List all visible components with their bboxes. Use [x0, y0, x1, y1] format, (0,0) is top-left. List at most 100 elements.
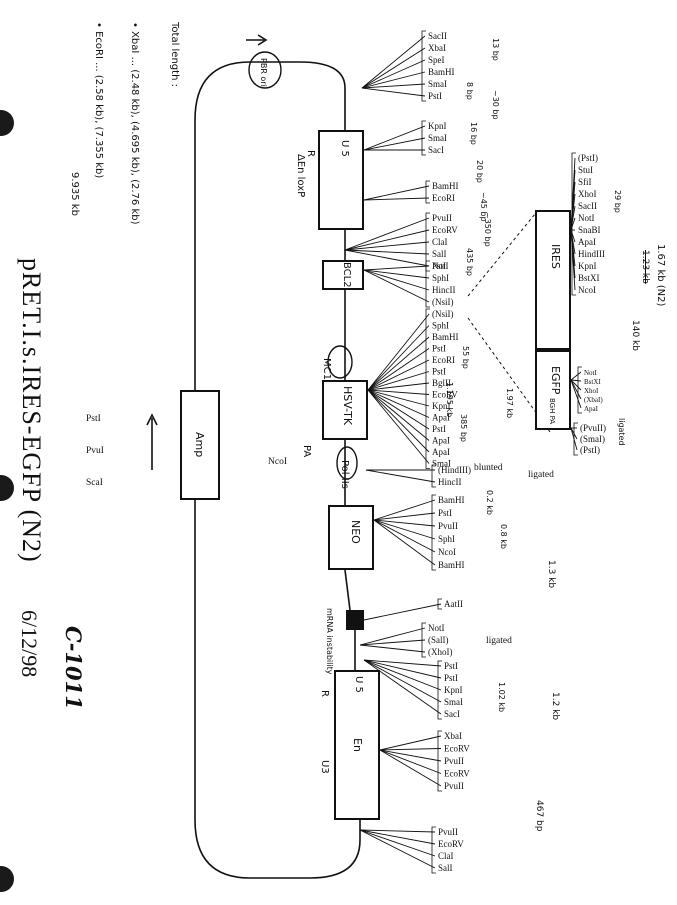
- restriction-site-g7: (HindIII): [438, 465, 471, 475]
- restriction-site-g12: PvuII: [444, 781, 464, 791]
- site-leader-line: [367, 389, 430, 464]
- restriction-site-ires: XhoI: [578, 189, 597, 199]
- site-leader-line: [367, 389, 430, 441]
- egfp-box: [535, 350, 571, 430]
- ltr-3prime-box: [334, 670, 380, 820]
- site-leader-line: [363, 137, 426, 151]
- amp-site-psti: PstI: [86, 414, 101, 424]
- binder-hole-middle: [0, 475, 14, 501]
- site-leader-line: [359, 829, 436, 869]
- restriction-site-g2: SacI: [428, 145, 444, 155]
- ncoi-left-site: NcoI: [268, 457, 287, 467]
- note-ligated-hind: ligated: [528, 470, 554, 480]
- note-1195kb: 1.195 kb: [445, 382, 454, 418]
- restriction-site-egfp_end: (PstI): [580, 445, 600, 455]
- binder-hole-top: [0, 110, 14, 136]
- restriction-site-g3: EcoRI: [432, 193, 455, 203]
- restriction-site-g1: SpeI: [428, 55, 445, 65]
- site-leader-line: [344, 249, 430, 267]
- restriction-site-g11: KpnI: [444, 685, 463, 695]
- site-leader-line: [373, 519, 436, 553]
- site-leader-line: [367, 348, 430, 391]
- restriction-site-g8: PvuII: [438, 521, 458, 531]
- site-leader-line: [373, 499, 436, 521]
- restriction-site-g4: EcoRV: [432, 225, 458, 235]
- ires-box: [535, 210, 571, 350]
- site-leader-line: [363, 659, 442, 667]
- site-leader-line: [344, 241, 430, 251]
- site-leader-line: [361, 35, 426, 89]
- site-leader-line: [367, 389, 430, 407]
- site-leader-line: [365, 469, 436, 483]
- site-leader-line: [379, 749, 442, 787]
- ltr-5prime-box: [318, 130, 364, 230]
- restriction-site-g6: ApaI: [432, 447, 450, 457]
- u3-label: U3: [319, 760, 330, 774]
- restriction-site-g6: ApaI: [432, 413, 450, 423]
- amp-box: [180, 390, 220, 500]
- site-group-bracket: [421, 120, 426, 156]
- mc1-ellipse: [327, 345, 353, 379]
- restriction-site-g4: NotI: [432, 261, 449, 271]
- hsvtk-box: [322, 380, 368, 440]
- restriction-site-g6: PstI: [432, 424, 446, 434]
- site-group-bracket: [437, 660, 442, 720]
- note-02kb: 0.2 kb: [485, 490, 494, 515]
- note-30bp: ~30 bp: [491, 90, 500, 120]
- note-167kb: 1.67 kb (N2): [655, 244, 666, 307]
- restriction-site-g12: EcoRV: [444, 744, 470, 754]
- restriction-site-ires: SnaBI: [578, 225, 601, 235]
- restriction-site-g13: PvuII: [438, 827, 458, 837]
- restriction-site-g11: PstI: [444, 661, 458, 671]
- restriction-site-ires: BstXI: [578, 273, 600, 283]
- site-group-bracket: [425, 212, 430, 272]
- mc1-label: MC1: [321, 358, 332, 380]
- restriction-site-egfp_end: (PvuII): [580, 423, 606, 433]
- note-ligated-sal: ligated: [486, 636, 512, 646]
- restriction-site-g1: SmaI: [428, 79, 447, 89]
- site-leader-line: [363, 659, 442, 691]
- site-leader-line: [379, 735, 442, 751]
- restriction-site-g11: SmaI: [444, 697, 463, 707]
- restriction-site-g4: SalI: [432, 249, 447, 259]
- restriction-site-ires: StuI: [578, 165, 593, 175]
- site-leader-line: [367, 313, 430, 391]
- site-leader-line: [367, 371, 430, 391]
- site-group-bracket: [573, 422, 578, 456]
- restriction-site-g7: HincII: [438, 477, 462, 487]
- restriction-site-g2: KpnI: [428, 121, 447, 131]
- restriction-site-g12: XbaI: [444, 731, 462, 741]
- restriction-site-g8: NcoI: [438, 547, 456, 557]
- restriction-site-g2: SmaI: [428, 133, 447, 143]
- restriction-site-g9: AatII: [444, 599, 463, 609]
- site-leader-line: [359, 627, 426, 646]
- site-leader-line: [344, 217, 430, 251]
- site-leader-line: [373, 512, 436, 521]
- note-55bp: 55 bp: [461, 346, 470, 369]
- site-leader-line: [367, 389, 430, 395]
- note-13bp: 13 bp: [491, 38, 500, 61]
- restriction-site-ires: HindIII: [578, 249, 605, 259]
- site-leader-line: [379, 749, 442, 762]
- neo-box: [328, 505, 374, 570]
- site-group-bracket: [431, 464, 436, 488]
- restriction-site-g8: SphI: [438, 534, 455, 544]
- restriction-site-ires: (PstI): [578, 153, 598, 163]
- site-group-bracket: [437, 730, 442, 792]
- note-8bp: 8 bp: [465, 82, 474, 100]
- restriction-site-g5: (NsiI): [432, 297, 454, 307]
- site-leader-line: [367, 382, 430, 391]
- restriction-site-g1: XbaI: [428, 43, 446, 53]
- site-leader-line: [373, 519, 436, 527]
- restriction-site-g6: ApaI: [432, 436, 450, 446]
- restriction-site-egfp_tail: NotI: [584, 369, 598, 377]
- site-leader-line: [367, 325, 430, 391]
- u5-3prime-label: U 5: [353, 676, 364, 693]
- restriction-site-egfp_tail: ApaI: [584, 405, 599, 413]
- amp-site-pvui: PvuI: [86, 446, 104, 456]
- restriction-site-g13: ClaI: [438, 851, 454, 861]
- site-group-bracket: [421, 622, 426, 658]
- amp-label: Amp: [193, 432, 206, 458]
- restriction-site-ires: ApaI: [578, 237, 596, 247]
